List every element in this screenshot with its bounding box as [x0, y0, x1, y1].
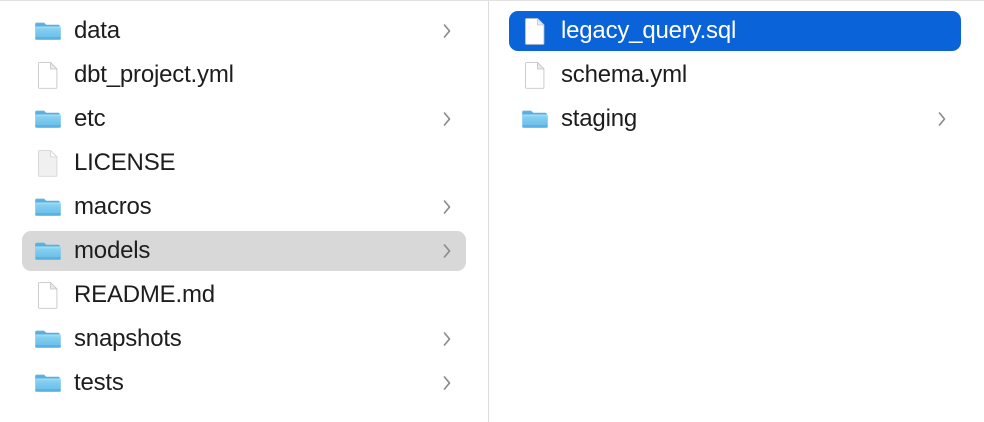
item-label: etc	[74, 105, 106, 132]
item-label: schema.yml	[561, 61, 688, 88]
document-icon	[34, 60, 62, 90]
folder-row[interactable]: data	[22, 11, 466, 51]
chevron-right-icon[interactable]	[442, 374, 452, 392]
item-label: data	[74, 17, 120, 44]
item-label: LICENSE	[74, 149, 176, 176]
chevron-right-icon[interactable]	[442, 242, 452, 260]
folder-row[interactable]: macros	[22, 187, 466, 227]
folder-icon	[34, 324, 62, 354]
file-row[interactable]: dbt_project.yml	[22, 55, 466, 95]
chevron-right-icon[interactable]	[442, 110, 452, 128]
chevron-right-icon[interactable]	[442, 330, 452, 348]
generic-file-icon	[34, 148, 62, 178]
item-label: models	[74, 237, 151, 264]
document-icon	[521, 60, 549, 90]
folder-row[interactable]: models	[22, 231, 466, 271]
item-label: legacy_query.sql	[561, 17, 737, 44]
chevron-right-icon[interactable]	[442, 22, 452, 40]
folder-icon	[34, 16, 62, 46]
file-row[interactable]: LICENSE	[22, 143, 466, 183]
file-row[interactable]: schema.yml	[509, 55, 961, 95]
document-icon	[34, 280, 62, 310]
item-label: staging	[561, 105, 637, 132]
file-row[interactable]: README.md	[22, 275, 466, 315]
folder-icon	[34, 236, 62, 266]
item-label: macros	[74, 193, 152, 220]
item-label: tests	[74, 369, 124, 396]
item-label: dbt_project.yml	[74, 61, 234, 88]
document-icon	[521, 16, 549, 46]
file-row[interactable]: legacy_query.sql	[509, 11, 961, 51]
finder-column-2[interactable]: legacy_query.sql schema.yml staging	[489, 1, 983, 422]
folder-icon	[521, 104, 549, 134]
folder-icon	[34, 192, 62, 222]
chevron-right-icon[interactable]	[937, 110, 947, 128]
item-label: README.md	[74, 281, 215, 308]
item-label: snapshots	[74, 325, 182, 352]
folder-row[interactable]: etc	[22, 99, 466, 139]
folder-icon	[34, 104, 62, 134]
folder-row[interactable]: staging	[509, 99, 961, 139]
folder-icon	[34, 368, 62, 398]
chevron-right-icon[interactable]	[442, 198, 452, 216]
folder-row[interactable]: snapshots	[22, 319, 466, 359]
folder-row[interactable]: tests	[22, 363, 466, 403]
